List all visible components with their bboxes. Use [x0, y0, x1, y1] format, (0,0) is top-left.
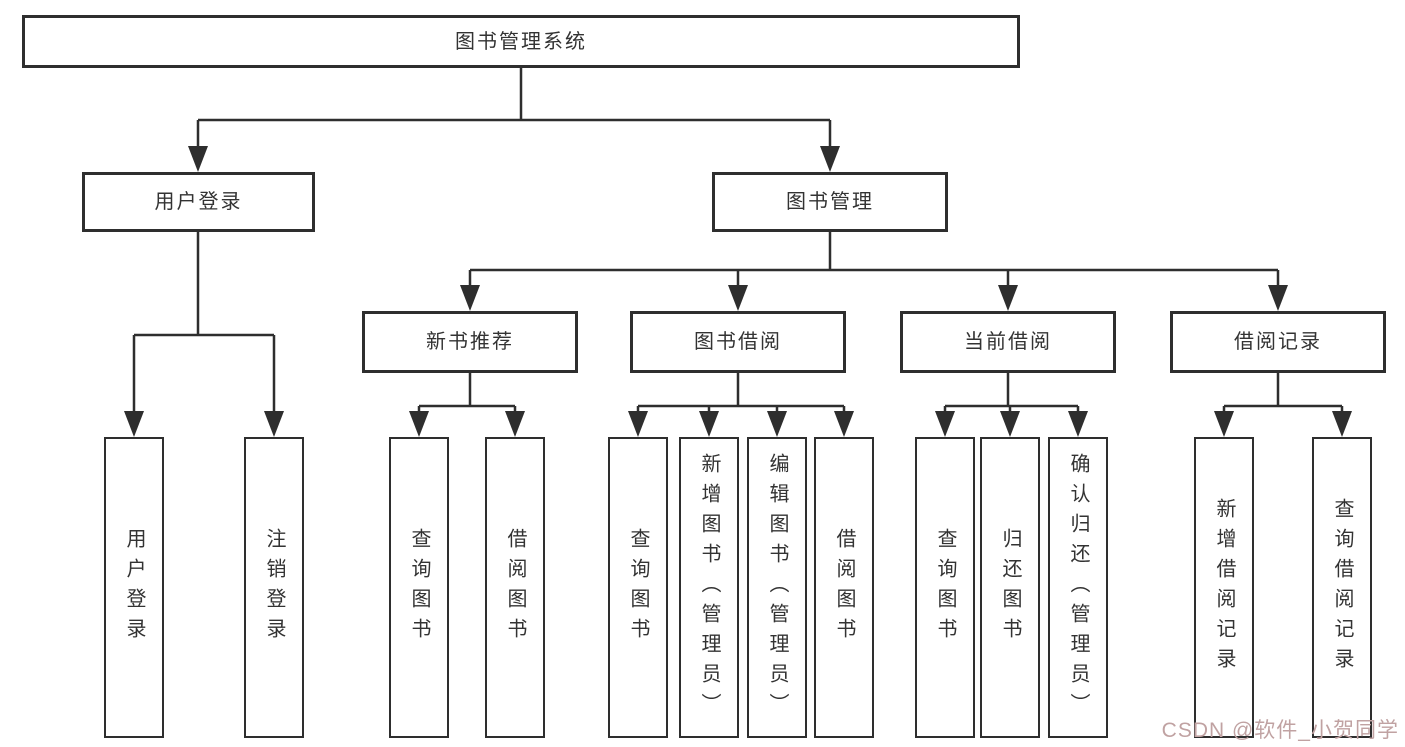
arrowhead	[834, 411, 854, 437]
leaf-bb-query-books: 查询图书	[608, 437, 668, 738]
arrowhead	[628, 411, 648, 437]
arrowhead	[1214, 411, 1234, 437]
leaf-logout: 注销登录	[244, 437, 304, 738]
node-library-system: 图书管理系统	[22, 15, 1020, 68]
leaf-cb-confirm-return: 确认归还（管理员）	[1048, 437, 1108, 738]
node-book-borrow: 图书借阅	[630, 311, 846, 373]
arrowhead	[1068, 411, 1088, 437]
arrowhead	[767, 411, 787, 437]
node-current-borrow: 当前借阅	[900, 311, 1116, 373]
arrowhead	[728, 285, 748, 311]
arrowhead	[460, 285, 480, 311]
node-user-login: 用户登录	[82, 172, 315, 232]
leaf-br-query-record: 查询借阅记录	[1312, 437, 1372, 738]
leaf-br-add-record: 新增借阅记录	[1194, 437, 1254, 738]
arrowhead	[1332, 411, 1352, 437]
connector-lines	[132, 68, 1344, 415]
node-borrow-records: 借阅记录	[1170, 311, 1386, 373]
arrowhead	[935, 411, 955, 437]
arrowhead	[699, 411, 719, 437]
leaf-cb-return-books: 归还图书	[980, 437, 1040, 738]
leaf-cb-query-books: 查询图书	[915, 437, 975, 738]
node-book-management: 图书管理	[712, 172, 948, 232]
arrowhead	[505, 411, 525, 437]
arrowhead	[188, 146, 208, 172]
leaf-bb-borrow-books: 借阅图书	[814, 437, 874, 738]
leaf-nb-query-books: 查询图书	[389, 437, 449, 738]
arrowhead	[264, 411, 284, 437]
node-new-book-recommend: 新书推荐	[362, 311, 578, 373]
leaf-bb-add-books: 新增图书（管理员）	[679, 437, 739, 738]
arrowhead	[820, 146, 840, 172]
arrowhead	[409, 411, 429, 437]
leaf-nb-borrow-books: 借阅图书	[485, 437, 545, 738]
arrowheads	[124, 146, 1352, 437]
arrowhead	[124, 411, 144, 437]
arrowhead	[998, 285, 1018, 311]
arrowhead	[1000, 411, 1020, 437]
leaf-bb-edit-books: 编辑图书（管理员）	[747, 437, 807, 738]
leaf-user-login: 用户登录	[104, 437, 164, 738]
arrowhead	[1268, 285, 1288, 311]
